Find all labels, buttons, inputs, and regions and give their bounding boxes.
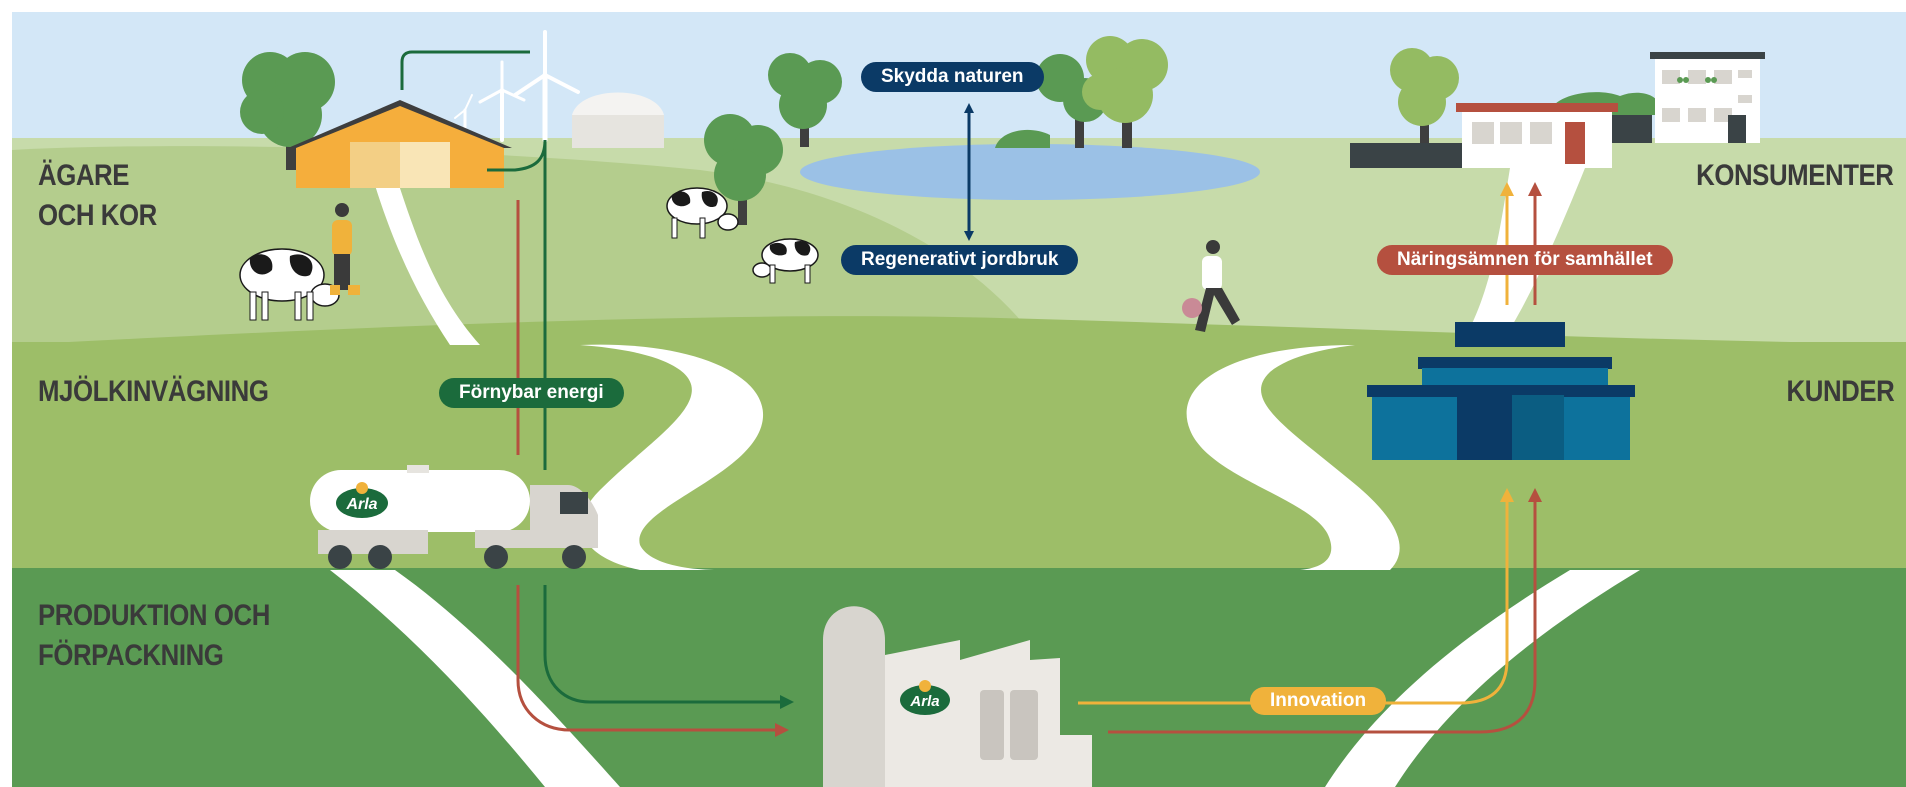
arla-logo: Arla: [900, 680, 950, 715]
consumer-person-icon: [1182, 240, 1240, 332]
wind-turbine-icon: [454, 30, 580, 143]
store-icon: [1367, 322, 1635, 460]
cow-icon: [666, 187, 739, 239]
farmer-icon: [330, 203, 360, 295]
tree-icon: [240, 52, 335, 170]
tree-icon: [704, 114, 783, 225]
row-label-owners-line-1: ÄGARE: [38, 159, 130, 192]
row-label-milk-intake: MJÖLKINVÄGNING: [38, 375, 269, 408]
pill-protect-nature: Skydda naturen: [861, 62, 1044, 92]
row-label-customers: KUNDER: [1786, 375, 1894, 408]
renewable-energy-flow: [400, 50, 794, 709]
tree-icon: [1390, 48, 1459, 150]
row-label-owners: ÄGARE OCH KOR: [38, 156, 157, 236]
apartment-icon: [1650, 52, 1765, 143]
nutrient-flow: [1078, 182, 1542, 734]
tanker-truck-icon: Arla: [310, 465, 598, 569]
row-label-production: PRODUKTION OCH FÖRPACKNING: [38, 596, 270, 676]
row-label-consumers: KONSUMENTER: [1696, 159, 1895, 192]
row-label-owners-line-2: OCH KOR: [38, 199, 157, 232]
biogas-tank-icon: [572, 92, 664, 148]
arla-logo-text: Arla: [909, 693, 939, 710]
arla-logo-text: Arla: [345, 496, 377, 513]
lake-icon: [800, 144, 1260, 200]
pill-renewable-energy: Förnybar energi: [439, 378, 624, 408]
dairy-factory-icon: Arla: [823, 606, 1092, 787]
pill-regenerative-farming: Regenerativt jordbruk: [841, 245, 1079, 275]
barn-icon: [288, 100, 512, 188]
milk-flow: [516, 200, 789, 737]
tree-icon: [768, 53, 842, 147]
pill-nutrients: Näringsämnen för samhället: [1377, 245, 1673, 275]
house-icon: [1350, 103, 1652, 168]
row-label-production-line-2: FÖRPACKNING: [38, 639, 224, 672]
arla-logo: Arla: [336, 482, 388, 518]
row-label-production-line-1: PRODUKTION OCH: [38, 599, 270, 632]
tree-icon: [995, 36, 1168, 148]
pill-innovation: Innovation: [1250, 687, 1387, 715]
cow-icon: [752, 238, 819, 284]
